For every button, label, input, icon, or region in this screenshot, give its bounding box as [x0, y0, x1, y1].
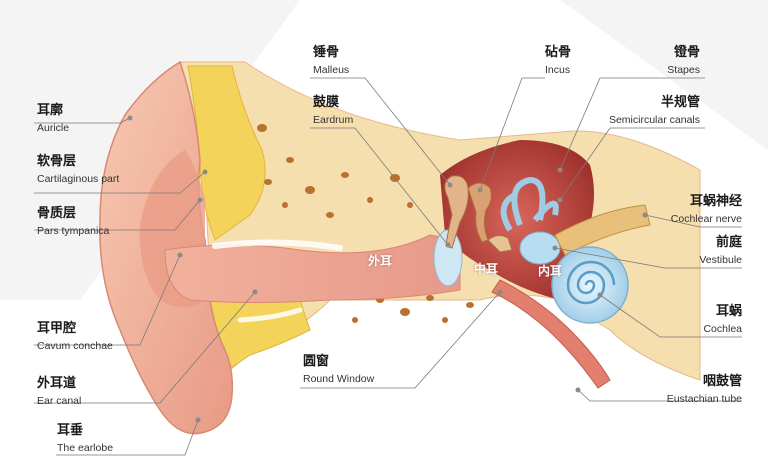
label-cartilaginous: 软骨层 Cartilaginous part [37, 154, 120, 186]
label-eustachian: 咽鼓管 Eustachian tube [666, 374, 742, 406]
label-ear-canal-en: Ear canal [37, 395, 82, 408]
label-earlobe: 耳垂 The earlobe [57, 423, 114, 455]
bone-pores [257, 124, 474, 323]
label-cavum-conchae-zh: 耳甲腔 [37, 321, 77, 336]
label-eardrum-zh: 鼓膜 [313, 95, 340, 110]
cochlea-shape [551, 246, 629, 324]
label-malleus-en: Malleus [313, 64, 350, 77]
label-semicircular-en: Semicircular canals [608, 114, 700, 127]
leader-lines [34, 77, 742, 456]
label-eardrum: 鼓膜 Eardrum [313, 95, 354, 127]
label-cavum-conchae-en: Cavum conchae [37, 340, 113, 353]
label-round-window-zh: 圆窗 [303, 354, 330, 369]
label-malleus: 锤骨 Malleus [313, 45, 350, 77]
label-stapes-en: Stapes [667, 64, 700, 77]
label-pars-tympanica-en: Pars tympanica [37, 225, 110, 238]
label-eardrum-en: Eardrum [313, 114, 354, 127]
label-cartilaginous-en: Cartilaginous part [37, 173, 120, 186]
label-earlobe-zh: 耳垂 [57, 423, 84, 438]
label-round-window-en: Round Window [303, 373, 375, 386]
incus-shape [467, 182, 492, 243]
label-eustachian-en: Eustachian tube [666, 393, 742, 406]
region-inner-ear: 内耳 [538, 264, 563, 278]
label-ear-canal-zh: 外耳道 [37, 376, 77, 391]
label-auricle-zh: 耳廓 [37, 103, 64, 118]
label-ear-canal: 外耳道 Ear canal [37, 376, 82, 408]
ear-canal-lining [212, 239, 343, 251]
label-earlobe-en: The earlobe [57, 442, 114, 455]
label-cartilaginous-zh: 软骨层 [37, 154, 77, 169]
semicircular-canals-shape [500, 176, 559, 232]
label-pars-tympanica: 骨质层 Pars tympanica [37, 206, 110, 238]
region-outer-ear: 外耳 [368, 254, 393, 268]
ear-canal-lining [237, 307, 303, 323]
label-incus-zh: 砧骨 [545, 45, 572, 60]
label-vestibule-en: Vestibule [699, 254, 742, 267]
label-incus: 砧骨 Incus [545, 45, 572, 77]
stapes-shape [487, 234, 513, 253]
label-auricle-en: Auricle [37, 122, 70, 135]
cochlear-nerve-shape [554, 204, 651, 256]
ear-canal [164, 234, 461, 303]
label-vestibule-zh: 前庭 [715, 235, 742, 250]
label-stapes-zh: 镫骨 [673, 45, 700, 60]
region-middle-ear: 中耳 [474, 262, 499, 276]
label-semicircular-zh: 半规管 [660, 95, 700, 110]
cochlea-spiral [566, 260, 616, 305]
label-pars-tympanica-zh: 骨质层 [37, 206, 77, 221]
label-eustachian-zh: 咽鼓管 [702, 374, 742, 389]
eardrum-shape [433, 229, 463, 287]
label-malleus-zh: 锤骨 [313, 45, 340, 60]
label-vestibule: 前庭 Vestibule [699, 235, 742, 267]
label-cochlear-nerve-en: Cochlear nerve [670, 213, 742, 226]
label-cavum-conchae: 耳甲腔 Cavum conchae [37, 321, 113, 353]
vestibule-shape [519, 231, 561, 265]
eustachian-tube-shape [491, 279, 611, 389]
label-cochlea: 耳蜗 Cochlea [703, 304, 742, 336]
label-cochlea-en: Cochlea [703, 323, 742, 336]
label-cochlear-nerve: 耳蜗神经 Cochlear nerve [670, 194, 742, 226]
label-markers [127, 115, 648, 423]
label-round-window: 圆窗 Round Window [303, 354, 375, 386]
background-panel [560, 0, 768, 150]
label-auricle: 耳廓 Auricle [37, 103, 70, 135]
label-cochlear-nerve-zh: 耳蜗神经 [689, 194, 742, 209]
label-semicircular: 半规管 Semicircular canals [608, 95, 700, 127]
malleus-shape [444, 175, 469, 249]
label-stapes: 镫骨 Stapes [667, 45, 700, 77]
label-incus-en: Incus [545, 64, 571, 77]
label-cochlea-zh: 耳蜗 [715, 304, 742, 319]
